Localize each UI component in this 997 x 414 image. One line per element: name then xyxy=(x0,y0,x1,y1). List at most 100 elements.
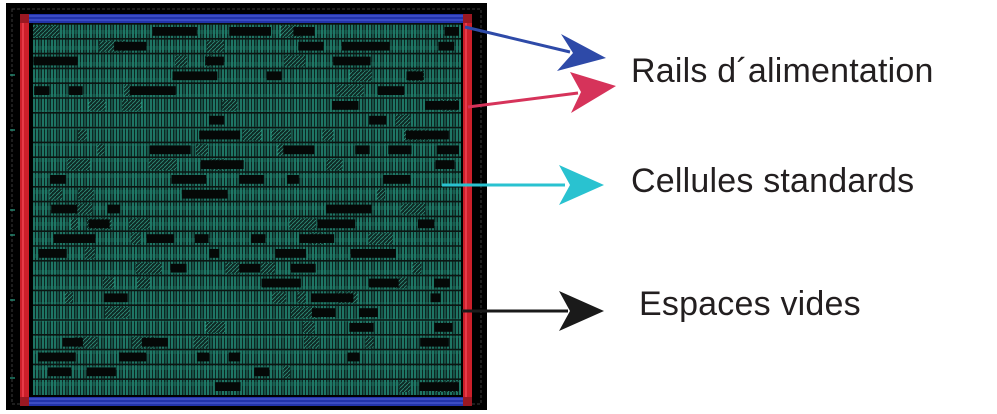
filler-cell xyxy=(394,277,407,289)
empty-space xyxy=(369,115,387,125)
power-rail-right xyxy=(463,14,472,406)
empty-space xyxy=(434,323,453,332)
empty-space xyxy=(286,175,299,184)
empty-space xyxy=(383,175,411,184)
empty-space xyxy=(33,56,78,66)
filler-cell xyxy=(49,188,63,200)
empty-space xyxy=(331,101,359,110)
filler-cell xyxy=(399,381,411,392)
filler-cell xyxy=(400,203,426,215)
filler-cell xyxy=(78,129,87,141)
filler-cell xyxy=(97,144,105,156)
empty-space xyxy=(388,145,412,155)
empty-space xyxy=(436,145,459,155)
empty-space xyxy=(433,278,450,288)
empty-space xyxy=(195,234,209,243)
empty-space xyxy=(37,352,76,362)
empty-space xyxy=(114,41,147,51)
filler-cell xyxy=(75,336,98,348)
empty-space xyxy=(141,337,168,347)
filler-cell xyxy=(222,100,238,111)
filler-cell xyxy=(136,277,151,289)
filler-cell xyxy=(67,159,91,170)
filler-cell xyxy=(368,233,393,244)
filler-cell xyxy=(280,26,302,37)
filler-cell xyxy=(349,70,372,82)
empty-space xyxy=(129,86,176,95)
empty-space xyxy=(349,323,374,332)
filler-cell xyxy=(64,292,73,304)
empty-space xyxy=(196,352,210,362)
empty-space xyxy=(209,249,220,258)
empty-space xyxy=(152,27,197,36)
label-standard-cells: Cellules standards xyxy=(631,162,915,200)
empty-space xyxy=(34,86,50,95)
filler-cell xyxy=(205,322,226,333)
empty-space xyxy=(298,41,324,51)
filler-cell xyxy=(78,188,94,200)
filler-cell xyxy=(122,100,142,111)
empty-space xyxy=(53,234,96,243)
label-empty-spaces: Espaces vides xyxy=(639,285,861,323)
filler-cell xyxy=(260,262,275,274)
filler-cell xyxy=(242,129,262,141)
empty-space xyxy=(214,382,241,391)
filler-cell xyxy=(102,277,115,289)
filler-cell xyxy=(283,366,291,378)
arrow-power-rails-blue xyxy=(464,25,606,71)
empty-space xyxy=(350,249,397,258)
empty-space xyxy=(275,249,307,258)
empty-space xyxy=(229,27,271,36)
io-pins xyxy=(10,74,15,379)
empty-space xyxy=(146,234,175,243)
arrow-power-rails-red xyxy=(467,72,616,113)
filler-cell xyxy=(376,188,386,200)
empty-space xyxy=(291,263,316,273)
empty-space xyxy=(312,308,336,317)
empty-space xyxy=(341,41,390,51)
empty-space xyxy=(88,219,110,229)
empty-space xyxy=(171,175,207,184)
empty-space xyxy=(283,145,314,155)
filler-cell xyxy=(225,262,241,274)
empty-spaces-group xyxy=(33,27,459,391)
empty-space xyxy=(205,56,224,66)
power-rail-bottom xyxy=(20,397,472,406)
empty-space xyxy=(118,352,147,362)
empty-space xyxy=(358,308,378,317)
filler-cell xyxy=(297,292,306,304)
empty-space xyxy=(317,219,356,229)
empty-space xyxy=(444,27,459,36)
power-rail-top xyxy=(20,14,472,23)
empty-space xyxy=(311,293,354,303)
empty-space xyxy=(347,352,360,362)
filler-cell xyxy=(336,85,364,96)
empty-space xyxy=(51,204,78,214)
empty-space xyxy=(435,160,455,169)
cell-rows xyxy=(33,23,461,392)
filler-cell xyxy=(175,55,188,67)
empty-space xyxy=(254,367,269,377)
filler-cell xyxy=(88,100,106,111)
empty-space xyxy=(149,145,191,155)
empty-space xyxy=(261,278,301,288)
empty-space xyxy=(69,86,83,95)
empty-space xyxy=(170,263,187,273)
filler-cell xyxy=(302,322,315,333)
empty-space xyxy=(425,101,459,110)
empty-space xyxy=(325,204,372,214)
filler-cell xyxy=(303,336,320,348)
empty-space xyxy=(107,204,121,214)
empty-space xyxy=(208,115,224,125)
empty-space xyxy=(50,175,67,184)
filler-cell xyxy=(70,218,78,230)
empty-space xyxy=(48,367,72,377)
filler-cell xyxy=(148,159,177,170)
empty-space xyxy=(369,278,399,288)
empty-space xyxy=(406,71,424,81)
filler-cell xyxy=(271,129,291,141)
empty-space xyxy=(103,293,128,303)
filler-cell xyxy=(135,262,162,274)
filler-cell xyxy=(289,218,317,230)
